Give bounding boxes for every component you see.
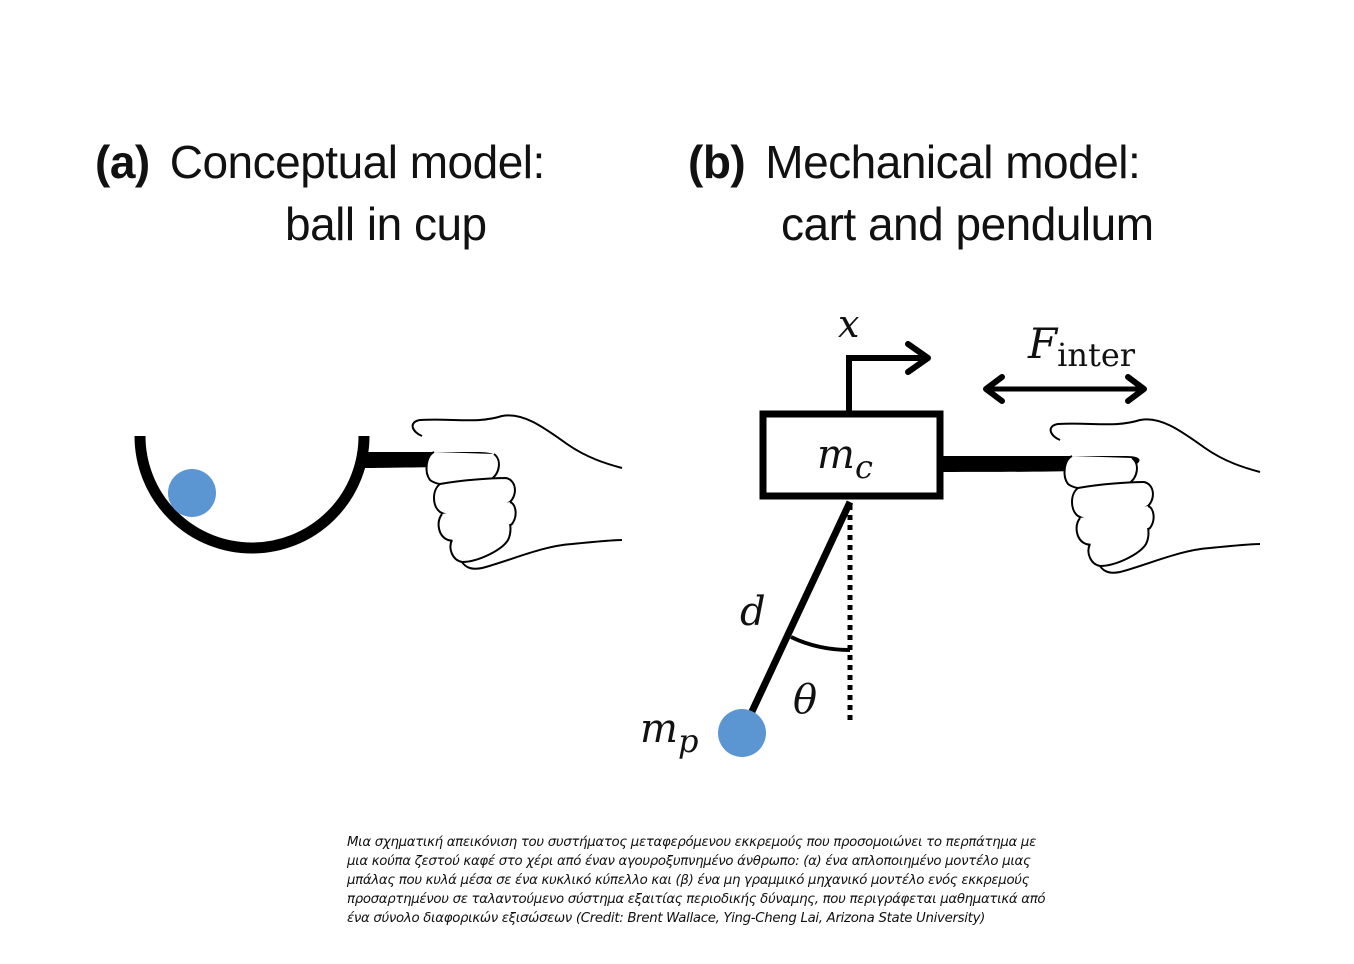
figure-caption: Μια σχηματική απεικόνιση του συστήματος … bbox=[347, 835, 1046, 926]
force-label: Finter bbox=[1027, 319, 1136, 374]
hand-icon-b bbox=[1049, 418, 1261, 574]
panel-b-title: (b) Mechanical model: cart and pendulum bbox=[688, 131, 1154, 255]
panel-a-title: (a) Conceptual model: ball in cup bbox=[95, 131, 545, 255]
cup-diagram bbox=[134, 414, 623, 570]
pendulum-bob bbox=[718, 709, 766, 757]
cup-bowl bbox=[134, 435, 370, 554]
position-arrowhead bbox=[905, 341, 931, 375]
cart-mass-sub: c bbox=[855, 448, 873, 486]
panel-b-title-line2: cart and pendulum bbox=[781, 198, 1154, 250]
cart-box bbox=[759, 410, 944, 500]
cart-mass-label: mc bbox=[817, 432, 873, 486]
panel-b-tag: (b) bbox=[688, 136, 746, 188]
position-label: x bbox=[838, 302, 859, 346]
cart-pendulum-diagram: x Finter mc d θ mp bbox=[640, 302, 1261, 760]
pendulum-mass-sub: p bbox=[678, 722, 698, 760]
length-label: d bbox=[740, 589, 766, 635]
panel-a-tag: (a) bbox=[95, 136, 150, 188]
hand-icon-a bbox=[411, 414, 623, 570]
position-arrow bbox=[846, 355, 926, 412]
pendulum-mass-label: mp bbox=[640, 706, 698, 760]
force-label-main: F bbox=[1027, 319, 1059, 368]
cart-mass-main: m bbox=[817, 432, 855, 478]
force-label-sub: inter bbox=[1057, 336, 1136, 374]
panel-b-title-line1: Mechanical model: bbox=[765, 136, 1141, 188]
force-arrowhead-left bbox=[983, 374, 1005, 404]
ball bbox=[168, 469, 216, 517]
angle-label: θ bbox=[793, 677, 817, 723]
force-arrowhead-right bbox=[1125, 374, 1147, 404]
pendulum-mass-main: m bbox=[640, 706, 678, 752]
panel-a-title-line1: Conceptual model: bbox=[169, 136, 546, 188]
angle-arc bbox=[790, 635, 851, 652]
panel-a-title-line2: ball in cup bbox=[285, 198, 487, 250]
pendulum-rod bbox=[744, 500, 854, 722]
